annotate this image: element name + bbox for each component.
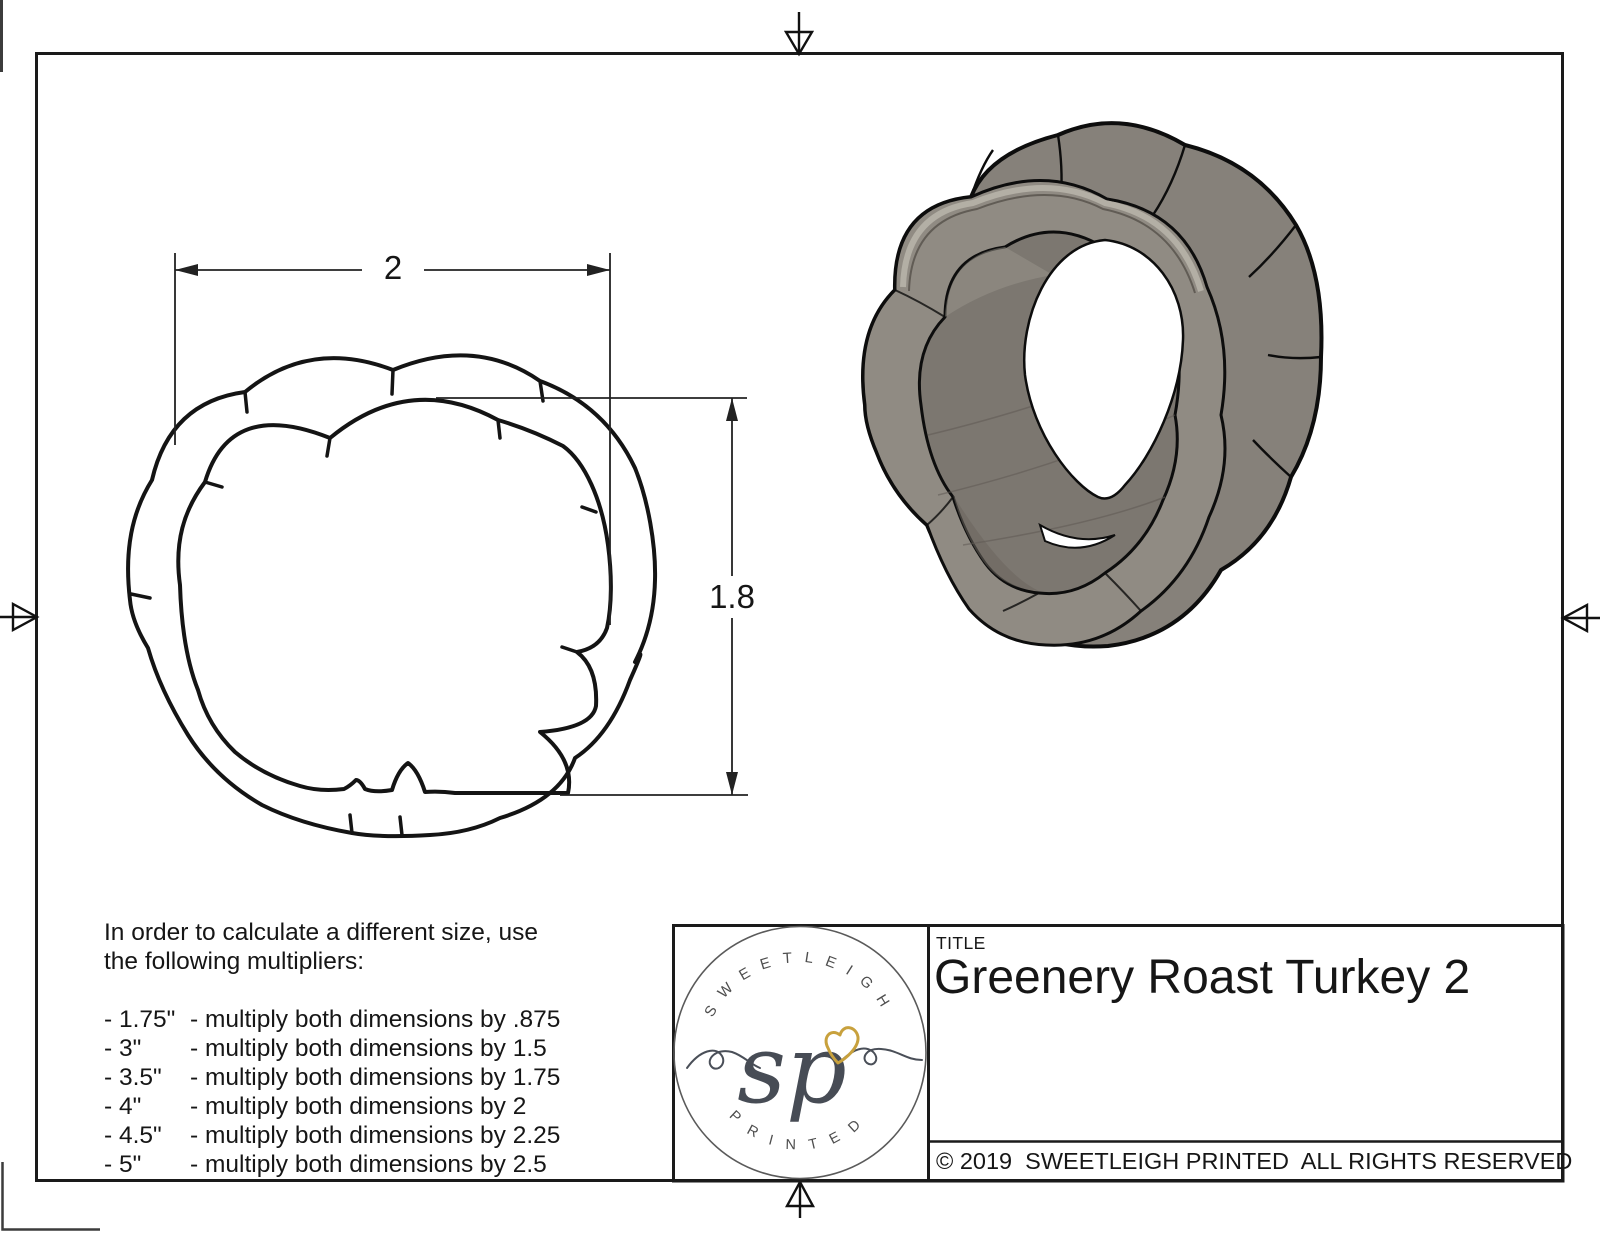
height-dimension — [436, 397, 748, 796]
outer-outline — [126, 353, 658, 839]
multiplier-size: - 4" — [104, 1093, 142, 1120]
cutter-hole-sliver — [1038, 522, 1116, 549]
note-gap — [104, 976, 664, 1005]
multiplier-rule: - multiply both dimensions by 2.5 — [190, 1151, 547, 1178]
multiplier-rule: - multiply both dimensions by .875 — [190, 1006, 561, 1033]
logo-flourish-left — [686, 1049, 761, 1070]
multiplier-row: - 4.5" - multiply both dimensions by 2.2… — [104, 1121, 664, 1150]
brand-logo: SWEETLEIGH PRINTED sp — [673, 925, 927, 1180]
size-note: In order to calculate a different size, … — [104, 918, 664, 1179]
centering-mark-left — [0, 601, 40, 633]
multiplier-rule: - multiply both dimensions by 1.75 — [190, 1064, 561, 1091]
multiplier-row: - 3.5" - multiply both dimensions by 1.7… — [104, 1063, 664, 1092]
note-line-1: In order to calculate a different size, … — [104, 919, 538, 946]
width-dimension — [174, 253, 611, 625]
multiplier-row: - 1.75" - multiply both dimensions by .8… — [104, 1005, 664, 1034]
arrowhead-up — [726, 398, 738, 421]
edge-crease — [908, 194, 1196, 294]
width-dimension-label: 2 — [383, 249, 403, 286]
front-seams — [894, 289, 1142, 612]
render-3d — [861, 121, 1324, 649]
multiplier-row: - 4" - multiply both dimensions by 2 — [104, 1092, 664, 1121]
outline-drawing — [126, 353, 658, 839]
multiplier-size: - 4.5" — [104, 1122, 162, 1149]
cutter-hole — [1022, 238, 1185, 500]
drawing-title: Greenery Roast Turkey 2 — [934, 951, 1471, 1004]
inner-outline — [176, 397, 613, 795]
multiplier-row: - 5" - multiply both dimensions by 2.5 — [104, 1150, 664, 1179]
copyright-text: © 2019 SWEETLEIGH PRINTED ALL RIGHTS RES… — [936, 1148, 1573, 1174]
edge-highlight — [900, 185, 1204, 292]
title-label: TITLE — [936, 933, 986, 953]
multiplier-size: - 1.75" — [104, 1006, 176, 1033]
arrowhead-right — [587, 264, 610, 276]
multiplier-rule: - multiply both dimensions by 2.25 — [190, 1122, 561, 1149]
multiplier-rule: - multiply both dimensions by 1.5 — [190, 1035, 547, 1062]
logo-arc-top-text: SWEETLEIGH — [701, 949, 899, 1020]
centering-mark-bottom — [784, 1179, 816, 1218]
scallop-ticks — [129, 368, 598, 837]
logo-monogram: sp — [737, 1015, 847, 1125]
note-line-2: the following multipliers: — [104, 948, 365, 975]
multiplier-size: - 5" — [104, 1151, 142, 1178]
height-dimension-label: 1.8 — [709, 578, 755, 615]
centering-mark-right — [1560, 602, 1600, 634]
multiplier-row: - 3" - multiply both dimensions by 1.5 — [104, 1034, 664, 1063]
heart-icon — [824, 1026, 860, 1065]
arrowhead-left — [175, 264, 198, 276]
logo-flourish-right — [839, 1047, 923, 1066]
multiplier-rule: - multiply both dimensions by 2 — [190, 1093, 527, 1120]
arrowhead-down — [726, 772, 738, 795]
centering-mark-top — [783, 12, 815, 57]
multiplier-size: - 3" — [104, 1035, 142, 1062]
dimensions — [174, 253, 748, 796]
multiplier-size: - 3.5" — [104, 1064, 162, 1091]
sheet-edge-bottom-left — [1, 1162, 100, 1231]
centering-marks — [0, 12, 1600, 1218]
logo-circle — [673, 925, 927, 1180]
